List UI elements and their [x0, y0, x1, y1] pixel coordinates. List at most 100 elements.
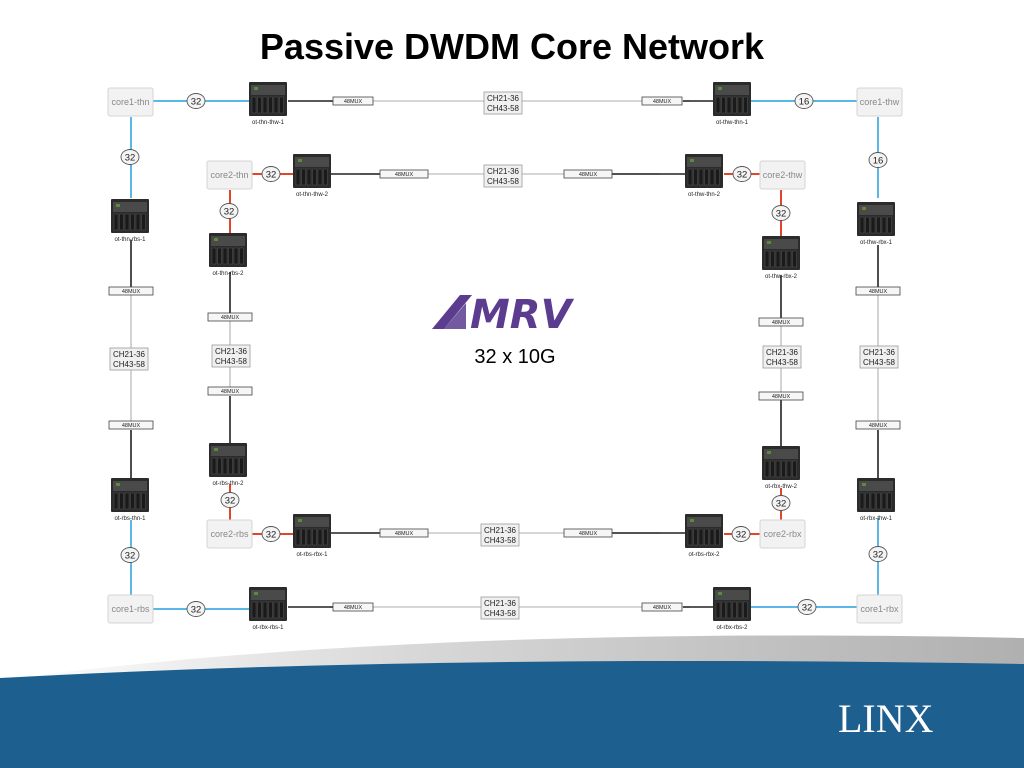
device-label: ot-rbs-thn-2: [212, 481, 244, 487]
transport-device: ot-rbx-thw-1: [857, 478, 895, 522]
svg-text:CH43-58: CH43-58: [487, 104, 520, 113]
svg-text:32: 32: [224, 206, 235, 217]
mux-links: [130, 100, 879, 608]
svg-text:CH43-58: CH43-58: [863, 358, 896, 367]
device-label: ot-thw-thn-1: [716, 120, 749, 126]
linx-logo: LINX: [838, 696, 934, 741]
svg-text:48MUX: 48MUX: [122, 289, 141, 295]
count-circle: 32: [120, 547, 140, 563]
mux-box: 48MUX: [758, 391, 804, 401]
count-circle: 32: [771, 495, 791, 511]
transport-device: ot-rbs-rbx-2: [685, 514, 723, 558]
svg-text:CH43-58: CH43-58: [766, 358, 799, 367]
core-node: core2-thn: [206, 160, 253, 190]
svg-text:48MUX: 48MUX: [122, 423, 141, 429]
svg-text:32: 32: [125, 152, 136, 163]
svg-text:32: 32: [266, 169, 277, 180]
device-label: ot-rbx-thw-2: [765, 484, 798, 490]
transport-device: ot-rbs-thn-2: [209, 443, 247, 487]
device-label: ot-rbx-thw-1: [860, 516, 893, 522]
svg-text:CH21-36: CH21-36: [487, 94, 520, 103]
svg-text:CH21-36: CH21-36: [487, 167, 520, 176]
svg-text:core1-rbs: core1-rbs: [111, 604, 150, 614]
svg-text:CH43-58: CH43-58: [484, 609, 517, 618]
svg-text:48MUX: 48MUX: [344, 99, 363, 105]
count-circle: 32: [261, 166, 281, 182]
transport-device: ot-thw-rbx-1: [857, 202, 895, 246]
count-circle: 32: [797, 599, 817, 615]
network-diagram: core1-thn core1-thw core1-rbs core1-rbx …: [107, 82, 903, 631]
svg-text:48MUX: 48MUX: [344, 605, 363, 611]
count-circle: 32: [771, 205, 791, 221]
svg-text:48MUX: 48MUX: [579, 531, 598, 537]
svg-text:48MUX: 48MUX: [653, 99, 672, 105]
svg-text:32: 32: [776, 208, 787, 219]
core-node: core2-thw: [759, 160, 806, 190]
mux-box: 48MUX: [207, 312, 253, 322]
mux-box: 48MUX: [855, 286, 901, 296]
svg-text:CH21-36: CH21-36: [484, 599, 517, 608]
device-label: ot-rbx-rbs-1: [252, 625, 284, 631]
svg-text:32: 32: [225, 495, 236, 506]
count-circle: 32: [732, 166, 752, 182]
svg-text:core2-rbs: core2-rbs: [210, 529, 249, 539]
svg-text:48MUX: 48MUX: [869, 423, 888, 429]
mux-box: 48MUX: [563, 169, 613, 179]
channel-boxes: CH21-36CH43-58CH21-36CH43-58CH21-36CH43-…: [109, 91, 899, 620]
svg-text:CH43-58: CH43-58: [215, 357, 248, 366]
transport-device: ot-thw-thn-2: [685, 154, 723, 198]
svg-text:MRV: MRV: [470, 293, 575, 331]
svg-text:core1-thw: core1-thw: [860, 97, 900, 107]
footer-band: LINX: [0, 635, 1024, 768]
transport-device: ot-thn-rbs-1: [111, 199, 149, 243]
count-circle: 32: [186, 601, 206, 617]
svg-text:core1-thn: core1-thn: [111, 97, 149, 107]
core-node: core1-thn: [107, 87, 154, 117]
core-node: core1-thw: [856, 87, 903, 117]
svg-text:32: 32: [737, 169, 748, 180]
svg-text:core2-thn: core2-thn: [210, 170, 248, 180]
page-title: Passive DWDM Core Network: [259, 26, 765, 67]
svg-text:32: 32: [776, 498, 787, 509]
device-label: ot-thn-thw-1: [252, 120, 285, 126]
mux-box: 48MUX: [641, 96, 683, 106]
mux-box: 48MUX: [108, 420, 154, 430]
transport-device: ot-rbx-thw-2: [762, 446, 800, 490]
mux-box: 48MUX: [332, 602, 374, 612]
svg-text:CH43-58: CH43-58: [484, 536, 517, 545]
svg-text:48MUX: 48MUX: [653, 605, 672, 611]
transport-device: ot-rbx-rbs-1: [249, 587, 287, 631]
mux-box: 48MUX: [641, 602, 683, 612]
svg-text:CH43-58: CH43-58: [113, 360, 146, 369]
device-label: ot-rbs-rbx-2: [688, 552, 720, 558]
device-label: ot-rbs-rbx-1: [296, 552, 328, 558]
count-circle: 32: [731, 526, 751, 542]
transport-device: ot-rbx-rbs-2: [713, 587, 751, 631]
count-circle: 32: [868, 546, 888, 562]
transport-device: ot-rbs-rbx-1: [293, 514, 331, 558]
svg-text:CH43-58: CH43-58: [487, 177, 520, 186]
core-node: core2-rbs: [206, 519, 253, 549]
capacity-caption: 32 x 10G: [474, 346, 556, 368]
core-routers: core1-thn core1-thw core1-rbs core1-rbx …: [107, 87, 903, 624]
mux-box: 48MUX: [379, 169, 429, 179]
count-circle: 32: [220, 492, 240, 508]
svg-text:core1-rbx: core1-rbx: [860, 604, 899, 614]
mux-box: 48MUX: [207, 386, 253, 396]
svg-text:32: 32: [736, 529, 747, 540]
device-label: ot-thn-rbs-1: [114, 237, 146, 243]
count-circle: 16: [794, 93, 814, 109]
count-circle: 32: [219, 203, 239, 219]
core-node: core1-rbs: [107, 594, 154, 624]
core-node: core2-rbx: [759, 519, 806, 549]
svg-text:48MUX: 48MUX: [579, 172, 598, 178]
count-circle: 32: [261, 526, 281, 542]
mrv-logo: MRV: [432, 293, 575, 331]
svg-text:CH21-36: CH21-36: [113, 350, 146, 359]
mux-box: 48MUX: [855, 420, 901, 430]
